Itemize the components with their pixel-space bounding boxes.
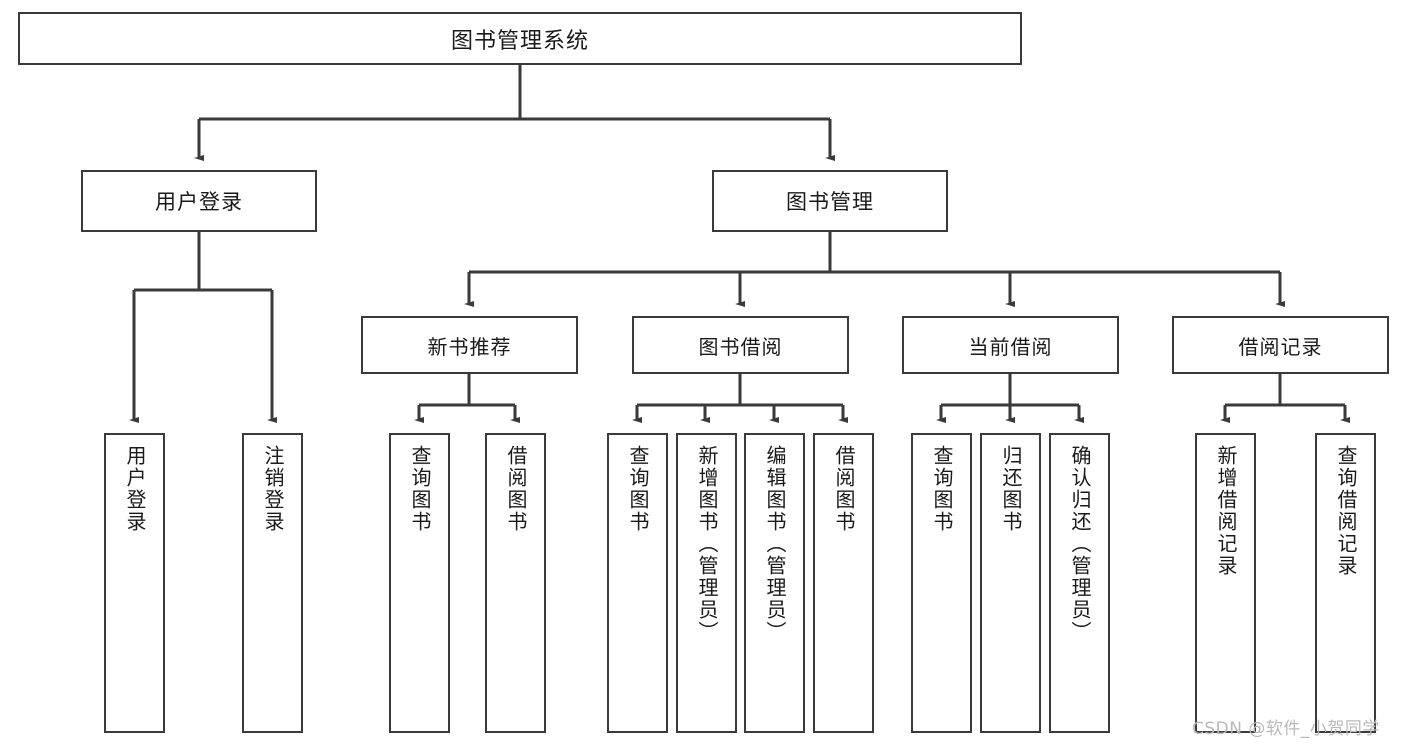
node-book-management-label: 图书管理 — [786, 190, 874, 214]
leaf-label: 查询图书 — [408, 445, 432, 533]
leaf-label: 查询图书 — [626, 445, 650, 533]
leaf-record-query-record[interactable]: 查询借阅记录 — [1315, 433, 1376, 733]
node-new-book-recommend-label: 新书推荐 — [427, 334, 512, 359]
leaf-label: 注销登录 — [261, 445, 285, 533]
leaf-user-login-login[interactable]: 用户登录 — [104, 433, 165, 733]
leaf-record-add-record[interactable]: 新增借阅记录 — [1195, 433, 1256, 733]
leaf-borrow-edit-book[interactable]: 编辑图书（管理员） — [744, 433, 805, 733]
leaf-label: 编辑图书（管理员） — [763, 445, 787, 643]
leaf-current-confirm-return[interactable]: 确认归还（管理员） — [1049, 433, 1110, 733]
node-root[interactable]: 图书管理系统 — [18, 12, 1022, 65]
leaf-borrow-borrow-book[interactable]: 借阅图书 — [813, 433, 874, 733]
leaf-label: 归还图书 — [999, 445, 1023, 533]
node-user-login-label: 用户登录 — [155, 190, 243, 214]
leaf-current-return-book[interactable]: 归还图书 — [980, 433, 1041, 733]
leaf-label: 查询借阅记录 — [1334, 445, 1358, 577]
node-root-label: 图书管理系统 — [450, 28, 589, 54]
leaf-label: 确认归还（管理员） — [1068, 445, 1092, 643]
node-book-management[interactable]: 图书管理 — [712, 170, 948, 232]
node-user-login[interactable]: 用户登录 — [81, 170, 317, 232]
leaf-user-login-logout[interactable]: 注销登录 — [242, 433, 303, 733]
leaf-borrow-add-book[interactable]: 新增图书（管理员） — [676, 433, 737, 733]
node-new-book-recommend[interactable]: 新书推荐 — [361, 316, 578, 374]
watermark: CSDN @软件_小贺同学 — [1192, 719, 1380, 739]
node-current-borrow[interactable]: 当前借阅 — [902, 316, 1119, 374]
leaf-label: 用户登录 — [123, 445, 147, 533]
leaf-recommend-query-book[interactable]: 查询图书 — [389, 433, 450, 733]
node-current-borrow-label: 当前借阅 — [968, 334, 1053, 359]
node-borrow-record[interactable]: 借阅记录 — [1172, 316, 1389, 374]
node-book-borrow-label: 图书借阅 — [698, 334, 783, 359]
node-borrow-record-label: 借阅记录 — [1238, 334, 1323, 359]
leaf-label: 新增借阅记录 — [1214, 445, 1238, 577]
leaf-label: 借阅图书 — [504, 445, 528, 533]
leaf-current-query-book[interactable]: 查询图书 — [911, 433, 972, 733]
leaf-label: 新增图书（管理员） — [695, 445, 719, 643]
leaf-label: 借阅图书 — [832, 445, 856, 533]
node-book-borrow[interactable]: 图书借阅 — [632, 316, 849, 374]
leaf-label: 查询图书 — [930, 445, 954, 533]
leaf-recommend-borrow-book[interactable]: 借阅图书 — [485, 433, 546, 733]
leaf-borrow-query-book[interactable]: 查询图书 — [607, 433, 668, 733]
